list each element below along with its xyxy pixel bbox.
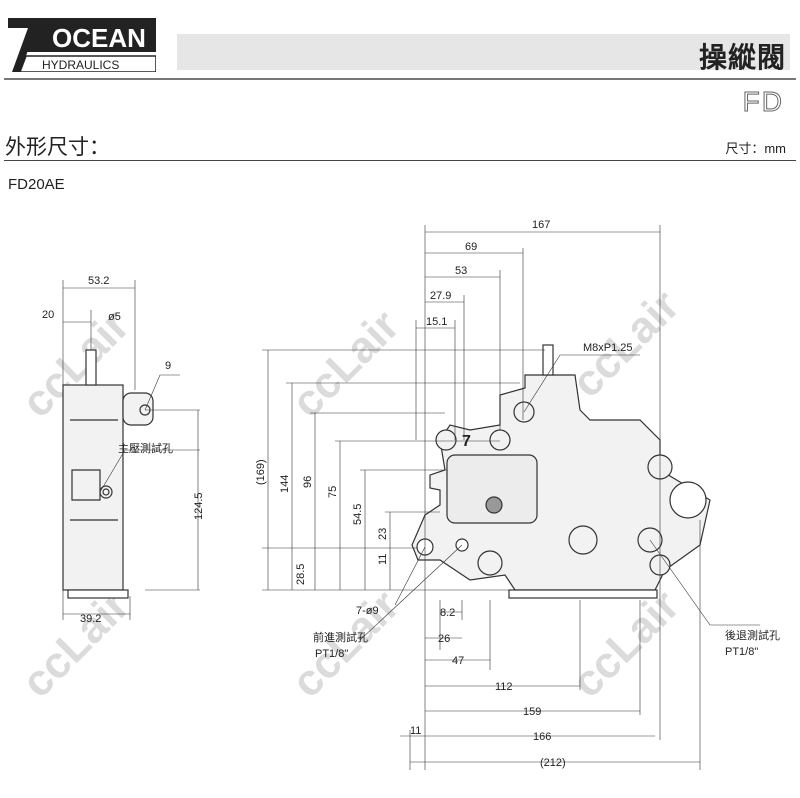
series-code: FD: [742, 86, 784, 118]
dim-39-2: 39.2: [80, 613, 101, 625]
ocean-hydraulics-logo: OCEAN HYDRAULICS: [8, 18, 156, 72]
dim-27-9: 27.9: [430, 290, 451, 302]
dim-167: 167: [532, 219, 550, 231]
title-bar: [177, 34, 790, 70]
dim-20: 20: [42, 309, 54, 321]
reverse-port-thread: PT1/8": [725, 646, 758, 658]
dim-159: 159: [523, 706, 541, 718]
dim-124-5: 124.5: [193, 492, 205, 520]
dim-166: 166: [533, 731, 551, 743]
svg-text:ccLair: ccLair: [12, 581, 138, 707]
dim-11-vertical: 11: [377, 554, 389, 565]
thread-callout: M8xP1.25: [583, 342, 633, 354]
dim-53: 53: [455, 265, 467, 277]
dim-11-bottom: 11: [410, 725, 421, 737]
dim-47: 47: [452, 655, 464, 667]
brand-mark-on-body: 7: [462, 433, 471, 450]
side-view-dims: [62, 280, 200, 620]
svg-text:ccLair: ccLair: [562, 581, 688, 707]
dim-23: 23: [377, 528, 389, 540]
brand-subtext: HYDRAULICS: [42, 58, 119, 72]
divider: [4, 78, 796, 80]
holes-callout: 7-ø9: [356, 605, 379, 617]
dim-169: (169): [255, 459, 267, 485]
dim-75: 75: [327, 486, 339, 498]
dim-15-1: 15.1: [426, 316, 447, 328]
main-pressure-port-label: 主壓測試孔: [118, 441, 173, 455]
dim-54-5: 54.5: [352, 504, 364, 525]
front-view-dims: [262, 225, 760, 770]
divider: [4, 160, 796, 161]
svg-text:ccLair: ccLair: [282, 301, 408, 427]
dim-69: 69: [465, 241, 477, 253]
dim-144: 144: [279, 475, 291, 493]
dim-112: 112: [495, 681, 513, 693]
brand-text: OCEAN: [52, 23, 146, 53]
forward-port-thread: PT1/8": [315, 648, 348, 660]
reverse-port-label: 後退測試孔: [725, 628, 780, 642]
dim-9: 9: [165, 360, 171, 372]
dim-26: 26: [438, 633, 450, 645]
dimension-drawing: ccLair ccLair ccLair ccLair ccLair ccLai…: [12, 219, 780, 770]
dim-212: (212): [540, 757, 566, 769]
dim-pin-dia: ø5: [108, 311, 121, 323]
dim-96: 96: [302, 476, 314, 488]
dim-53-2: 53.2: [88, 275, 109, 287]
section-title: 外形尺寸：: [5, 136, 110, 159]
product-title: 操縱閥: [698, 42, 786, 73]
dim-28-5: 28.5: [295, 564, 307, 585]
unit-label: 尺寸：mm: [725, 141, 786, 156]
dim-8-2: 8.2: [440, 607, 455, 619]
front-view: [411, 344, 711, 599]
forward-port-label: 前進測試孔: [313, 630, 368, 644]
model-number: FD20AE: [8, 176, 65, 193]
side-view: [62, 349, 154, 599]
